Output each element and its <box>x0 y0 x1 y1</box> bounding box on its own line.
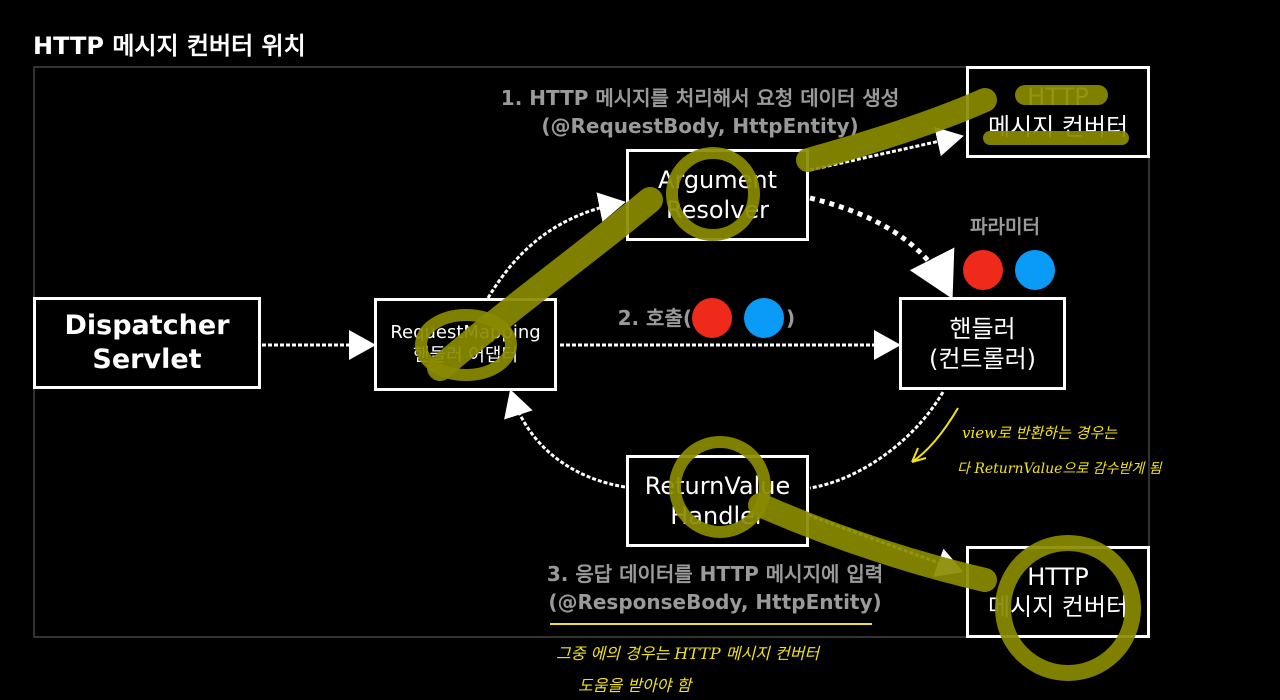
call-dot-red <box>692 298 732 338</box>
handwritten-note-bottom-2: 도움을 받아야 함 <box>578 676 692 695</box>
step1-line1: 1. HTTP 메시지를 처리해서 요청 데이터 생성 <box>500 86 900 110</box>
step1-line2: (@RequestBody, HttpEntity) <box>541 114 859 138</box>
parameters-label: 파라미터 <box>970 216 1040 238</box>
handwritten-note-bottom-1: 그중 에의 경우는 HTTP 메시지 컨버터 <box>556 644 820 663</box>
arrow-adapter-to-resolver <box>486 192 626 299</box>
dispatcher-servlet-box: Dispatcher Servlet <box>33 297 261 389</box>
highlight-stroke-top <box>796 88 997 172</box>
highlight-circle-resolver <box>666 147 760 241</box>
step2-prefix: 2. 호출( <box>617 306 692 330</box>
arrow-handler-to-return <box>809 391 945 490</box>
step1-label: 1. HTTP 메시지를 처리해서 요청 데이터 생성 (@RequestBod… <box>470 84 930 140</box>
param-dot-red <box>963 250 1003 290</box>
handwritten-arrow <box>911 407 959 463</box>
highlight-stroke-main <box>427 187 663 381</box>
highlight-circle-return <box>669 436 771 538</box>
dispatcher-line2: Servlet <box>92 344 202 375</box>
highlight-circle-adapter <box>415 309 517 381</box>
handwritten-note-right-2: 다 ReturnValue으로 감수받게 됨 <box>957 461 1162 477</box>
page-title: HTTP 메시지 컨버터 위치 <box>33 32 306 60</box>
handler-line2: (컨트롤러) <box>928 344 1037 373</box>
step3-line1: 3. 응답 데이터를 HTTP 메시지에 입력 <box>546 562 884 586</box>
step3-label: 3. 응답 데이터를 HTTP 메시지에 입력 (@ResponseBody, … <box>505 560 925 616</box>
highlight-circle-converter-bottom <box>995 535 1141 681</box>
handwritten-note-right-1: view로 반환하는 경우는 <box>962 424 1117 442</box>
highlight-stroke-bottom <box>748 493 997 592</box>
dispatcher-line1: Dispatcher <box>64 310 230 342</box>
step2-suffix: ) <box>786 306 796 330</box>
handler-controller-box: 핸들러 (컨트롤러) <box>899 297 1066 390</box>
step3-line2: (@ResponseBody, HttpEntity) <box>548 590 882 614</box>
converter-bottom-line1: HTTP <box>1027 563 1089 591</box>
handler-line1: 핸들러 <box>949 314 1016 343</box>
call-dot-blue <box>744 298 784 338</box>
param-dot-blue <box>1015 250 1055 290</box>
arrow-resolver-to-handler <box>809 195 955 299</box>
arrow-return-to-adapter <box>504 389 626 489</box>
